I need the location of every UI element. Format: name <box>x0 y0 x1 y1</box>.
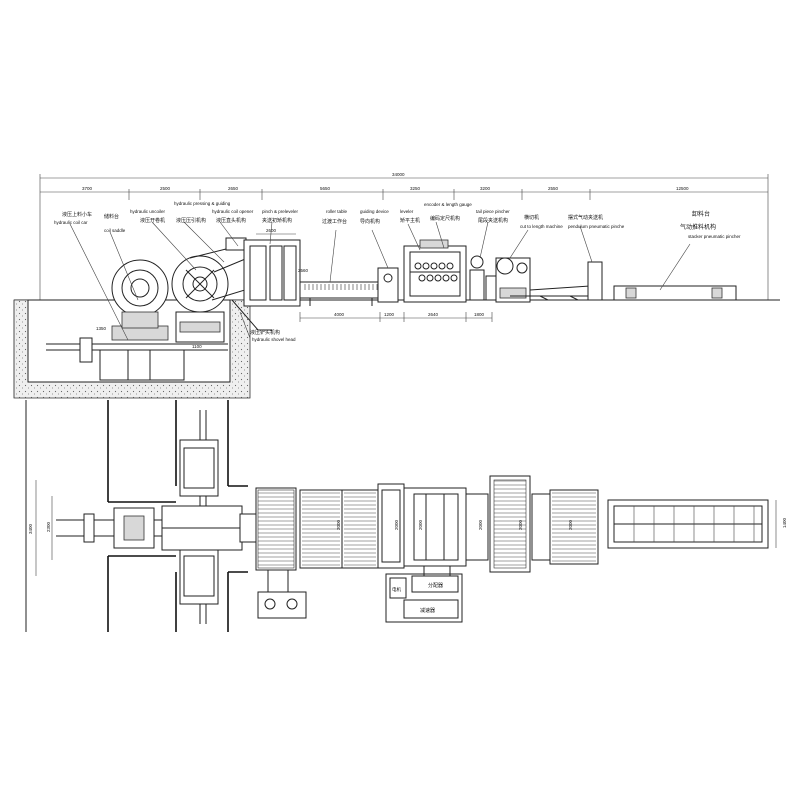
plan-drive-group: 电机 分配器 减速器 <box>385 566 463 623</box>
label-saddle-en: coil saddle <box>104 228 126 233</box>
label-pendulum-en: pendulum pneumatic pinche <box>568 224 625 229</box>
pinch-preleveler: 2600 2560 <box>243 228 309 307</box>
dim-bottom-3: 2640 <box>428 312 439 317</box>
label-opener-en: hydraulic coil opener <box>212 209 254 214</box>
plan-leveler: 2000 <box>403 487 467 567</box>
label-reducer: 减速器 <box>420 607 435 614</box>
total-dimension: 34000 <box>39 172 769 300</box>
dim-plan-6: 2000 <box>568 519 573 530</box>
leveler-main <box>403 239 467 303</box>
label-roller-table-en: roller table <box>326 209 348 214</box>
dim-bottom-1: 4000 <box>334 312 345 317</box>
dim-plan-3: 2000 <box>418 519 423 530</box>
label-roller-table-cn: 过渡工作台 <box>322 218 347 225</box>
label-motor: 电机 <box>392 586 401 593</box>
elevation-view: 34000 3700 2500 2650 5650 3250 3200 2550… <box>13 172 780 399</box>
plan-height-dim: 3400 2300 <box>28 480 53 576</box>
bottom-dimensions: 4000 1200 2640 1800 1350 <box>96 312 493 331</box>
dim-plan-2: 2000 <box>394 519 399 530</box>
plan-shear: 2000 <box>489 475 531 573</box>
label-stacker-en: stacker pneumatic pincher <box>688 234 741 239</box>
label-encoder-cn: 编码定尺机构 <box>430 215 460 222</box>
encoder-length-gauge <box>469 255 497 301</box>
dim-plan-right: 1400 <box>782 517 787 528</box>
dim-plan-height: 3400 <box>28 523 33 534</box>
plan-view: 3400 2300 <box>25 400 787 632</box>
label-encoder-en: encoder & length gauge <box>424 202 472 207</box>
hydraulic-shovel-head <box>231 299 272 331</box>
dim-segment-6: 3200 <box>480 186 491 191</box>
dim-segment-4: 5650 <box>320 186 331 191</box>
label-dist-box: 分配器 <box>428 582 443 589</box>
plan-pit-outline <box>25 400 248 632</box>
label-guiding-en: guiding device <box>360 209 389 214</box>
label-coil-car-en: hydraulic coil car <box>54 220 88 225</box>
label-tail-pinch-en: tail piece pincher <box>476 209 510 214</box>
dim-coil-car: 1350 <box>96 326 107 331</box>
annotations: 液压上料小车 hydraulic coil car 储料台 coil saddl… <box>54 201 741 342</box>
plan-uncoiler-units <box>161 410 243 624</box>
label-pinch-cn: 夹送初矫机构 <box>262 217 292 224</box>
label-uncoiler-en: hydraulic uncoiler <box>130 209 166 214</box>
label-opener-cn: 液压直头机构 <box>216 217 246 224</box>
dim-segment-2: 2500 <box>160 186 171 191</box>
label-shovel-en: hydraulic shovel head <box>252 337 296 342</box>
label-stacker-cn1: 卸料台 <box>692 210 710 218</box>
label-pinch-en: pinch & preleveler <box>262 209 299 214</box>
plan-guiding: 2000 <box>377 483 405 569</box>
label-tail-pinch-cn: 尾段夹送机构 <box>478 217 508 224</box>
dim-plan-height-inner: 2300 <box>46 521 51 532</box>
hydraulic-coil-car <box>46 325 228 381</box>
roller-table <box>299 281 383 306</box>
dim-segment-7: 2550 <box>548 186 559 191</box>
pendulum-pneumatic-pincher <box>510 261 603 301</box>
dim-segment-5: 3250 <box>410 186 421 191</box>
stacker-table <box>613 285 737 301</box>
label-stacker-cn2: 气动推料机构 <box>680 223 716 231</box>
dim-segment-3: 2650 <box>228 186 239 191</box>
dim-plan-5: 2000 <box>518 519 523 530</box>
total-dimension-label: 34000 <box>392 172 405 177</box>
label-coil-car-cn: 液压上料小车 <box>62 211 92 218</box>
plan-coil-car <box>56 507 190 549</box>
coil-saddle <box>111 259 169 329</box>
label-pendulum-cn: 摆式气动夹送机 <box>568 214 603 221</box>
leader-lines <box>69 221 691 341</box>
plan-pinch-unit <box>255 487 307 619</box>
plan-encoder: 2000 <box>465 493 489 561</box>
cut-to-length-machine <box>495 257 531 303</box>
label-cut-cn: 横切机 <box>524 214 539 221</box>
dim-bottom-2: 1200 <box>384 312 395 317</box>
dim-bottom-4: 1800 <box>474 312 485 317</box>
label-uncoiler-cn: 液压开卷机 <box>140 217 165 224</box>
dim-segment-1: 3700 <box>82 186 93 191</box>
label-pressing-en: hydraulic pressing & guiding <box>174 201 231 206</box>
segment-dimensions: 3700 2500 2650 5650 3250 3200 2550 12500 <box>40 186 768 200</box>
dim-segment-8: 12500 <box>676 186 689 191</box>
label-guiding-cn: 导向机构 <box>360 218 380 225</box>
dim-plan-1: 2000 <box>336 519 341 530</box>
plan-stacker: 1400 <box>607 499 787 549</box>
label-saddle-cn: 储料台 <box>104 213 119 220</box>
dim-pinch-height: 2560 <box>298 268 309 273</box>
label-pressing-cn: 液压压引机构 <box>176 217 206 224</box>
plan-roller-tables: 2000 <box>299 489 379 569</box>
plan-pendulum: 2000 <box>531 489 599 565</box>
guiding-device <box>377 267 399 303</box>
label-leveler-en: leveler <box>400 209 414 214</box>
dim-plan-4: 2000 <box>478 519 483 530</box>
label-shovel-cn: 液压铲头机构 <box>250 329 280 336</box>
label-cut-en: cut to length machine <box>520 224 563 229</box>
label-leveler-cn: 矫平主机 <box>400 217 420 224</box>
dim-uncoiler-base: 1100 <box>192 344 202 349</box>
